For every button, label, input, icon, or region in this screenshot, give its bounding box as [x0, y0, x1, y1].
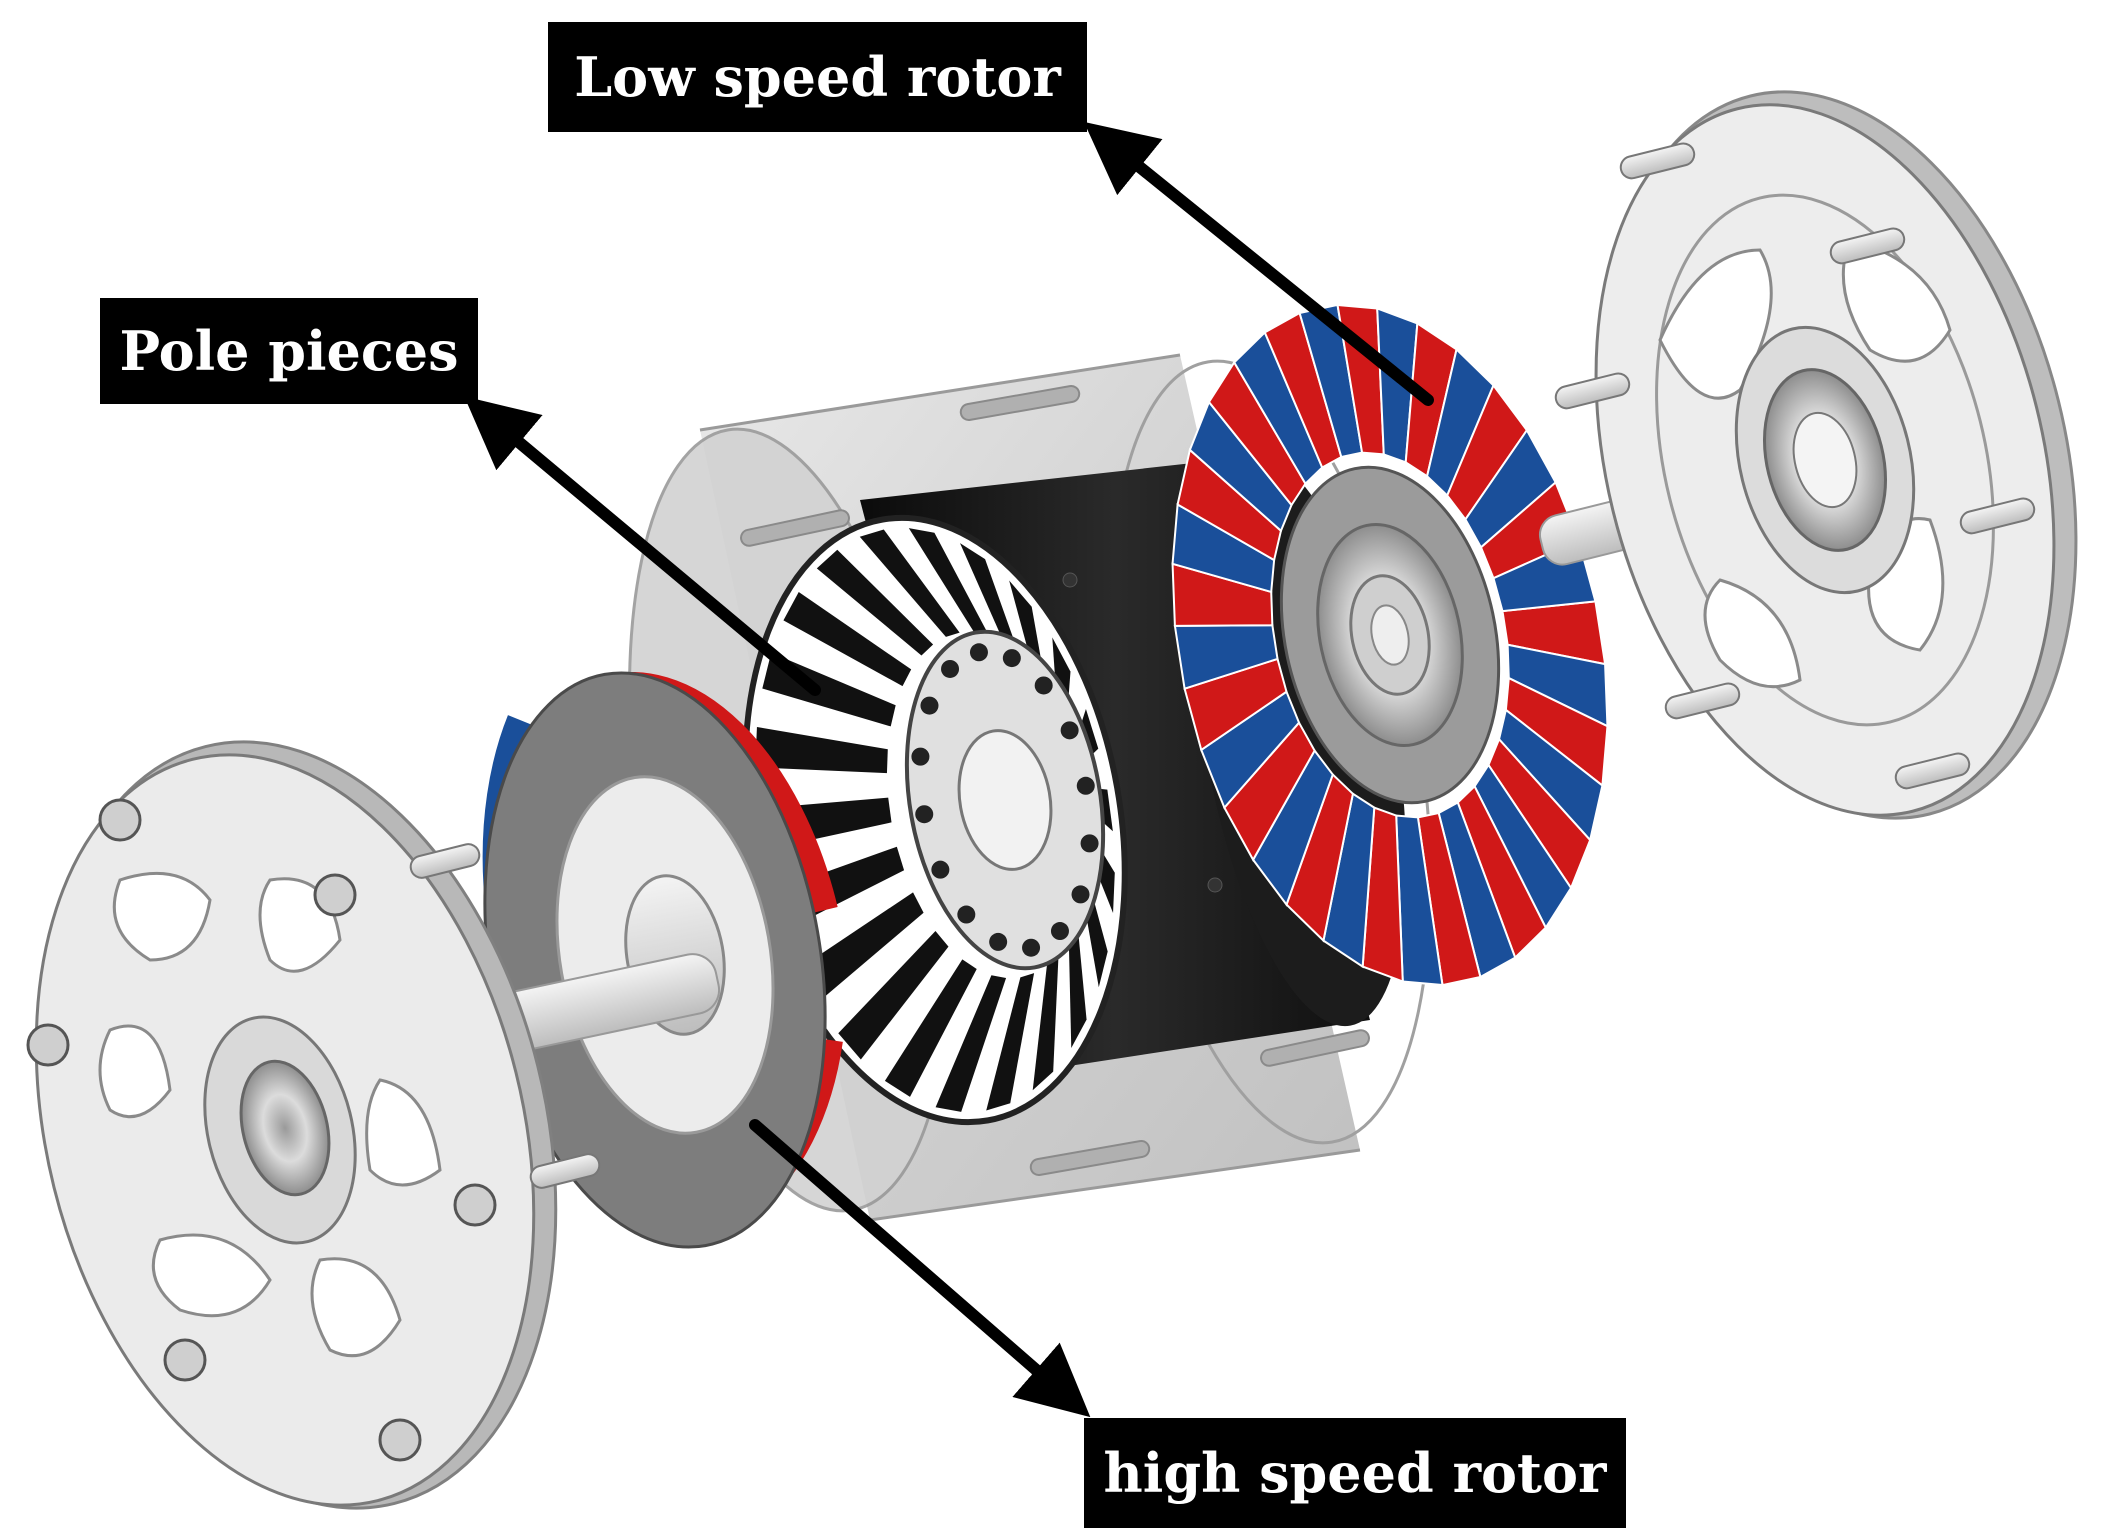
core-tooth: [989, 932, 1008, 951]
arrow-pole-pieces: [464, 396, 821, 696]
pole-pieces-ring: [742, 514, 1128, 1126]
pole-piece: [1032, 954, 1059, 1091]
core-tooth: [920, 696, 939, 715]
leader-arrows: [464, 121, 1434, 1418]
low-speed-rotor: [1171, 303, 1609, 987]
low-speed-rotor-magnets: [1171, 303, 1609, 987]
core-tooth: [1076, 776, 1095, 795]
pole-piece: [935, 975, 1007, 1112]
core-tooth: [1002, 649, 1021, 668]
core-tooth: [1034, 676, 1053, 695]
left-end-plate: [26, 740, 601, 1510]
pole-piece: [799, 892, 924, 1003]
right-end-plate: [1554, 90, 2078, 820]
pole-piece: [986, 973, 1035, 1111]
pole-piece: [908, 528, 989, 635]
core-tooth: [1071, 885, 1090, 904]
core-tooth: [915, 805, 934, 824]
low-speed-rotor-label: Low speed rotor: [548, 22, 1087, 132]
core-tooth: [957, 905, 976, 924]
pole-piece: [859, 529, 960, 637]
core-tooth: [911, 747, 930, 766]
pole-piece: [816, 549, 934, 656]
pole-piece: [838, 930, 949, 1060]
inner-core-teeth: [911, 643, 1099, 957]
core-tooth: [969, 643, 988, 662]
core-tooth: [931, 860, 950, 879]
pole-pieces-label: Pole pieces: [100, 298, 478, 404]
pole-piece: [884, 959, 977, 1097]
core-tooth: [941, 659, 960, 678]
core-tooth: [1080, 834, 1099, 853]
core-tooth: [1022, 938, 1041, 957]
pole-piece: [783, 592, 912, 687]
core-tooth: [1060, 721, 1079, 740]
high-speed-rotor: [482, 671, 843, 1249]
pole-piece: [755, 726, 888, 774]
high-speed-rotor-label: high speed rotor: [1084, 1418, 1626, 1528]
core-tooth: [1050, 922, 1069, 941]
arrow-high-speed-rotor: [749, 1119, 1091, 1418]
pole-piece: [1068, 923, 1087, 1048]
arrow-low-speed-rotor: [1083, 121, 1434, 406]
pole-piece: [959, 543, 1018, 651]
